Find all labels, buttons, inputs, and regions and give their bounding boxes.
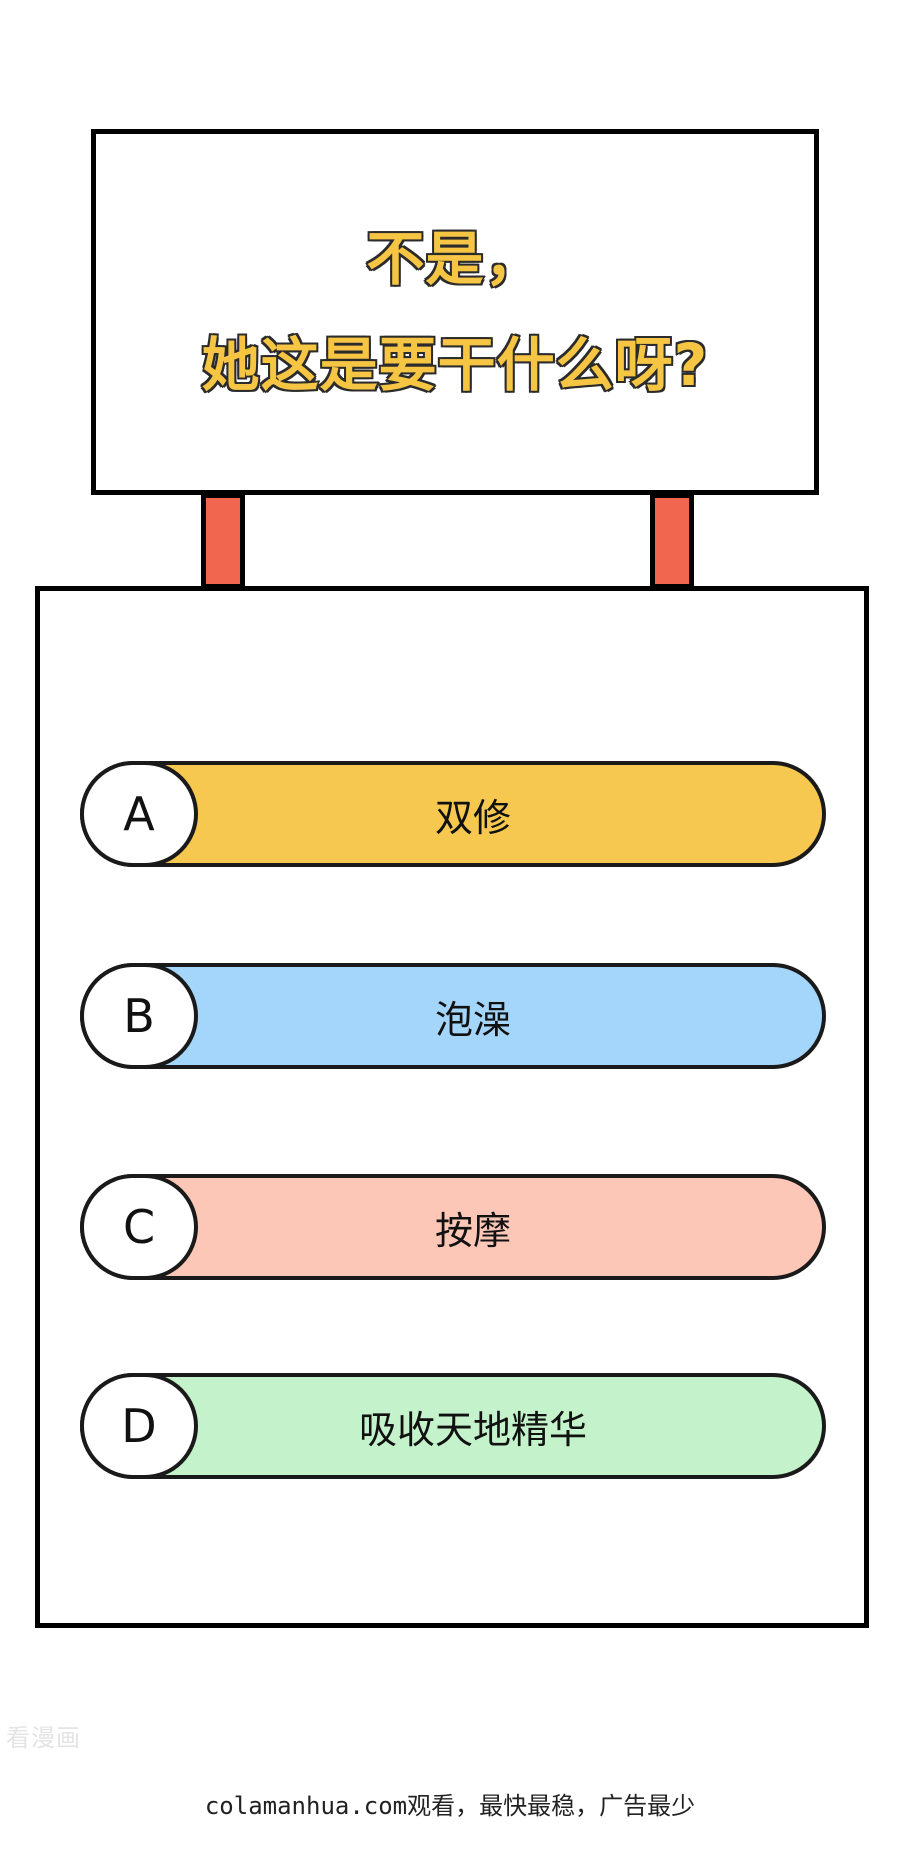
sign-post-left <box>201 493 245 589</box>
sign-post-right <box>650 493 694 589</box>
option-a-letter: A <box>80 761 198 867</box>
option-c-label: 按摩 <box>434 1208 511 1253</box>
option-d-label: 吸收天地精华 <box>358 1407 587 1452</box>
footer-text: colamanhua.com观看，最快最稳，广告最少 <box>204 1792 696 1820</box>
option-a-label: 双修 <box>434 795 511 840</box>
option-a[interactable]: 双修 A <box>80 761 826 867</box>
watermark: 看漫画 <box>6 1724 81 1752</box>
option-b[interactable]: 泡澡 B <box>80 963 826 1069</box>
option-d[interactable]: 吸收天地精华 D <box>80 1373 826 1479</box>
option-b-letter: B <box>80 963 198 1069</box>
option-c[interactable]: 按摩 C <box>80 1174 826 1280</box>
option-b-label: 泡澡 <box>434 997 511 1042</box>
question-line-2: 她这是要干什么呀? <box>200 330 709 401</box>
question-line-1: 不是， <box>365 224 544 295</box>
question-sign: 不是， 她这是要干什么呀? <box>91 129 819 495</box>
option-d-letter: D <box>80 1373 198 1479</box>
option-c-letter: C <box>80 1174 198 1280</box>
